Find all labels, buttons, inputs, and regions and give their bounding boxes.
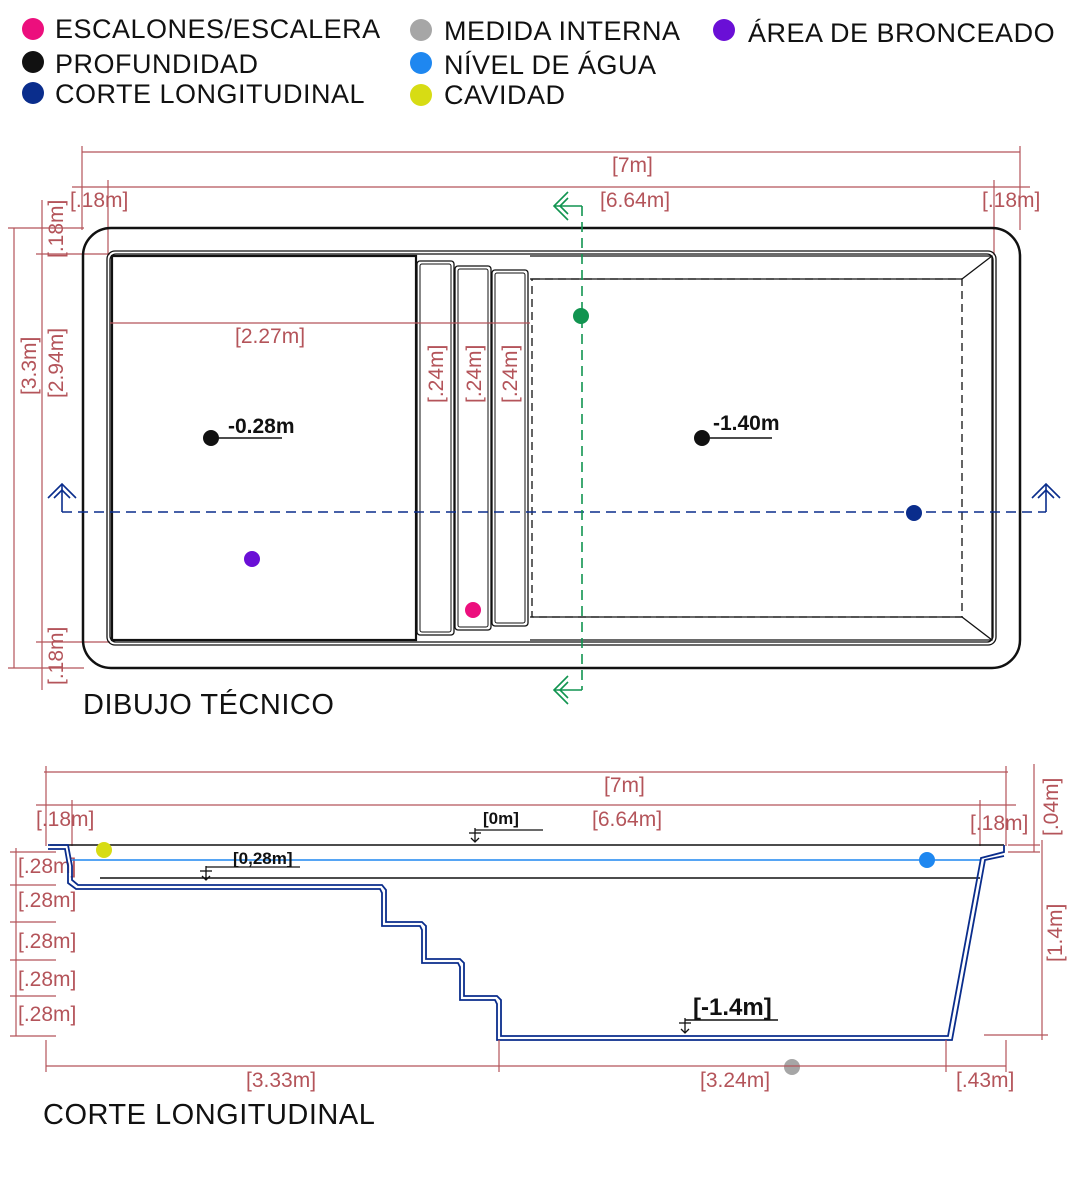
section-total-length: [7m] [604,774,645,797]
legend-label: PROFUNDIDAD [55,49,259,79]
deep-area-outer [530,255,993,641]
plan-depth-shallow: -0.28m [228,415,295,438]
marker-transverse-green [573,308,589,324]
legend-item-section: CORTE LONGITUDINAL [22,79,365,109]
bevel-bottom-right [961,616,993,641]
section-inner-length: [6.64m] [592,808,662,831]
plan-step-2 [454,265,492,631]
legend-label: ÁREA DE BRONCEADO [748,18,1055,48]
section-bottom-flat: [3.24m] [700,1069,770,1092]
legend-dot-gray [410,19,432,41]
legend-item-depth: PROFUNDIDAD [22,49,259,79]
section-level-top: [0m] [483,809,519,828]
section-step-height: [.28m] [18,930,76,953]
section-step-height: [.28m] [18,855,76,878]
section-profile-outer [48,844,1005,1037]
legend-item-steps: ESCALONES/ESCALERA [22,14,381,44]
marker-cavity-yellow [96,842,112,858]
plan-title: DIBUJO TÉCNICO [83,688,334,721]
legend-item-cavity: CAVIDAD [410,80,566,110]
section-bottom-slope: [.43m] [956,1069,1014,1092]
plan-step-1-width: [.24m] [425,345,448,403]
legend-label: CORTE LONGITUDINAL [55,79,365,109]
plan-step-1 [416,260,455,636]
plan-step-3-width: [.24m] [499,345,522,403]
section-title: CORTE LONGITUDINAL [43,1099,375,1131]
legend-item-internal: MEDIDA INTERNA [410,16,681,46]
cut-arrow-top-icon [552,191,582,221]
plan-bench-length: [2.27m] [235,325,305,348]
plan-step-2-width: [.24m] [463,345,486,403]
section-profile-inner [48,848,1005,1041]
marker-longitudinal-navy [906,505,922,521]
legend-dot-purple [713,19,735,41]
pool-inner-edge-2 [109,253,994,643]
section-step-height: [.28m] [18,1003,76,1026]
marker-depth-shallow [203,430,219,446]
cut-arrow-bottom-icon [552,675,582,705]
section-level-bottom: [-1.4m] [693,994,772,1021]
plan-step-2-inner [457,268,489,628]
marker-tanning-purple [244,551,260,567]
plan-step-3-inner [494,272,526,624]
section-step-height: [.28m] [18,889,76,912]
section-view: [7m] [.18m] [6.64m] [.18m] [.04m] [1.4m]… [10,764,1067,1131]
bevel-top-right [961,255,993,280]
cut-arrow-left-icon [47,482,77,512]
legend-dot-blue [410,52,432,74]
plan-inner-width: [2.94m] [45,328,68,398]
section-rim-height: [.04m] [1040,778,1063,836]
legend-item-water: NÍVEL DE ÁGUA [410,50,657,80]
deep-area-floor [531,278,963,618]
plan-edge-right: [.18m] [982,189,1040,212]
legend: ESCALONES/ESCALERA PROFUNDIDAD CORTE LON… [22,14,1055,110]
section-edge-left: [.18m] [36,808,94,831]
plan-inner-length: [6.64m] [600,189,670,212]
plan-edge-top: [.18m] [45,200,68,258]
section-level-bench: [0,28m] [233,849,293,868]
legend-item-tanning: ÁREA DE BRONCEADO [713,18,1055,48]
marker-depth-deep [694,430,710,446]
level-marker-bench-icon [200,866,212,881]
plan-view: [7m] [.18m] [6.64m] [.18m] [3.3m] [.18m]… [8,146,1061,721]
legend-dot-yellow [410,84,432,106]
marker-internal-gray [784,1059,800,1075]
section-step-height: [.28m] [18,968,76,991]
plan-edge-left: [.18m] [70,189,128,212]
legend-label: NÍVEL DE ÁGUA [444,50,657,80]
legend-label: ESCALONES/ESCALERA [55,14,381,44]
legend-dot-pink [22,18,44,40]
legend-dot-navy [22,82,44,104]
tanning-bench [110,254,418,642]
plan-step-1-inner [419,263,452,633]
section-edge-right: [.18m] [970,812,1028,835]
legend-label: CAVIDAD [444,80,566,110]
plan-step-3 [491,269,529,627]
plan-depth-deep: -1.40m [713,412,780,435]
section-depth-total: [1.4m] [1044,904,1067,962]
section-bottom-left: [3.33m] [246,1069,316,1092]
plan-edge-bottom: [.18m] [45,627,68,685]
plan-total-width: [3.3m] [18,337,41,395]
cut-arrow-right-icon [1031,482,1061,512]
pool-inner-edge [106,250,997,646]
marker-water-blue [919,852,935,868]
legend-dot-black [22,51,44,73]
plan-total-length: [7m] [612,154,653,177]
pool-outer-edge [81,226,1022,670]
legend-label: MEDIDA INTERNA [444,16,681,46]
marker-steps-pink [465,602,481,618]
